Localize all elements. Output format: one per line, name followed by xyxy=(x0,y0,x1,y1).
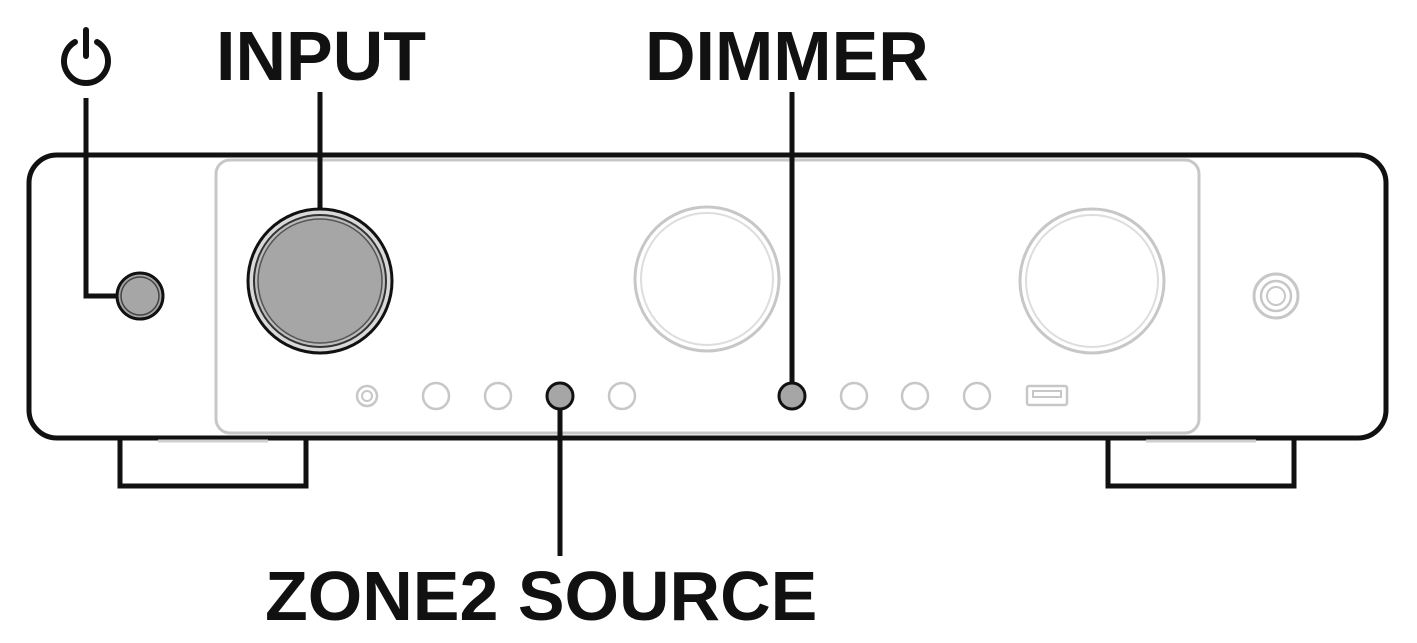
front-panel-inset xyxy=(214,158,1201,435)
dimmer-button[interactable] xyxy=(777,381,807,411)
center-knob xyxy=(633,205,781,353)
remote-sensor xyxy=(355,384,379,408)
power-icon xyxy=(61,27,111,87)
volume-knob xyxy=(1018,207,1166,355)
panel-button-7[interactable] xyxy=(900,381,930,411)
power-button[interactable] xyxy=(115,271,165,321)
leader-lines xyxy=(83,92,795,556)
input-knob[interactable] xyxy=(246,207,394,355)
power-leader-line xyxy=(83,98,117,299)
zone2-source-label: ZONE2 SOURCE xyxy=(265,557,817,635)
zone2-source-button[interactable] xyxy=(545,381,575,411)
panel-button-2[interactable] xyxy=(483,381,513,411)
usb-port-icon[interactable] xyxy=(1025,384,1069,407)
panel-button-6[interactable] xyxy=(839,381,869,411)
right-foot xyxy=(1105,438,1297,489)
panel-button-4[interactable] xyxy=(607,381,637,411)
small-button-row xyxy=(355,381,1069,411)
panel-button-8[interactable] xyxy=(962,381,992,411)
chassis-outline xyxy=(26,152,1389,441)
input-label: INPUT xyxy=(216,17,426,95)
dimmer-label: DIMMER xyxy=(645,17,929,95)
headphone-jack xyxy=(1252,272,1300,320)
panel-button-1[interactable] xyxy=(421,381,451,411)
left-foot xyxy=(117,438,309,489)
